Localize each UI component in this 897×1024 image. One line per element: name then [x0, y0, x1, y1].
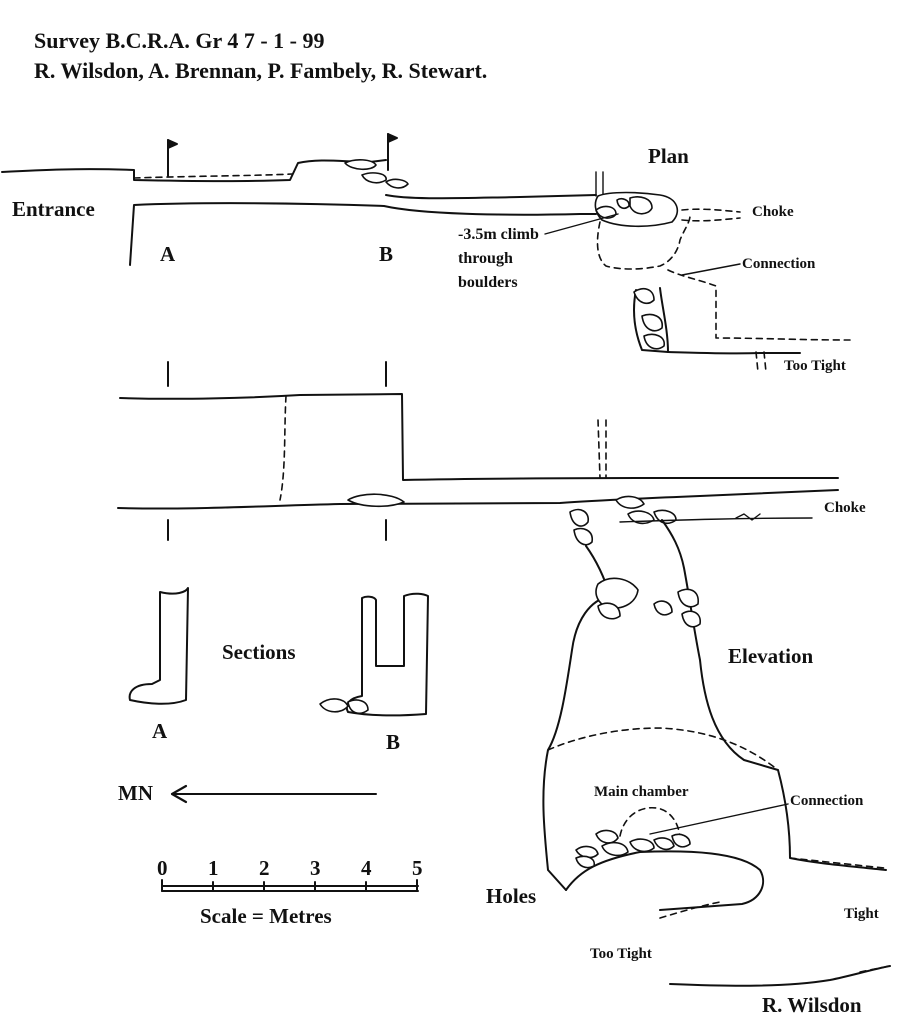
elevation-connection-label: Connection	[790, 793, 864, 809]
plan-too-tight-stub	[755, 351, 767, 373]
plan-connection-route	[596, 215, 691, 270]
plan-stub	[595, 171, 604, 197]
flag-a-icon	[167, 139, 178, 149]
shaft-boulder	[569, 508, 590, 527]
plan-upper-wall	[1, 159, 387, 183]
climb-note-line3: boulders	[458, 274, 518, 291]
elevation-title: Elevation	[728, 644, 814, 668]
plan-marker-b: B	[379, 242, 394, 266]
scale-caption: Scale = Metres	[200, 904, 332, 928]
elev-boulder	[347, 493, 405, 508]
chamber-boulder	[575, 845, 599, 859]
section-a-outline	[128, 587, 189, 705]
plan-boulder	[616, 198, 630, 210]
chamber-boulder	[653, 837, 675, 851]
plan-view	[1, 133, 851, 373]
elev-choke-floor	[619, 517, 813, 523]
elev-boulder	[627, 510, 655, 525]
bottom-passage	[669, 965, 891, 987]
chamber-floor	[565, 850, 765, 911]
plan-choke-label: Choke	[752, 204, 794, 220]
shaft-boulder	[595, 577, 639, 609]
plan-connection-route-2	[667, 269, 851, 341]
scale-tick-4: 4	[361, 856, 372, 880]
shaft-boulder	[597, 602, 621, 620]
main-chamber-label: Main chamber	[594, 784, 689, 800]
scale-bar	[161, 879, 419, 892]
tight-passage	[789, 857, 885, 869]
plan-boulder	[385, 178, 409, 189]
scale-tick-3: 3	[310, 856, 321, 880]
north-arrow	[170, 784, 377, 804]
section-b-outline	[345, 592, 429, 717]
scale-tick-1: 1	[208, 856, 219, 880]
scale-tick-5: 5	[412, 856, 423, 880]
plan-marker-a: A	[160, 242, 176, 266]
section-b-boulder	[319, 698, 349, 713]
shaft-boulder	[573, 527, 593, 546]
section-b-label: B	[386, 730, 401, 754]
elevation-too-tight-label: Too Tight	[590, 946, 652, 962]
holes-label: Holes	[486, 884, 537, 908]
chamber-boulder	[601, 841, 629, 857]
elev-shaft-stub	[597, 419, 607, 479]
tight-label: Tight	[844, 906, 879, 922]
surveyors-line: R. Wilsdon, A. Brennan, P. Fambely, R. S…	[34, 58, 488, 83]
elevation-shaft	[542, 508, 891, 987]
plan-too-tight-label: Too Tight	[784, 358, 846, 374]
section-a-label: A	[152, 719, 168, 743]
shaft-boulder	[681, 610, 701, 628]
plan-boulder	[643, 333, 665, 350]
plan-boulder	[361, 172, 387, 184]
too-tight-passage	[659, 901, 721, 919]
chamber-boulder	[629, 838, 655, 853]
chamber-connection-leader	[649, 803, 789, 835]
chamber-boulder	[595, 829, 619, 844]
author-signature: R. Wilsdon	[762, 993, 862, 1017]
flag-b-icon	[387, 133, 398, 143]
shaft-boulder	[677, 588, 699, 608]
scale-tick-0: 0	[157, 856, 168, 880]
climb-note-line2: through	[458, 250, 513, 267]
chamber-boulder	[671, 833, 691, 848]
elevation-choke-label: Choke	[824, 500, 866, 516]
plan-dripline	[133, 173, 293, 179]
scale-tick-2: 2	[259, 856, 270, 880]
elevation-passage	[117, 361, 839, 541]
elev-floor	[117, 489, 839, 510]
magnetic-north-label: MN	[118, 781, 153, 805]
shaft-right-wall	[661, 519, 887, 871]
climb-leader	[544, 213, 619, 235]
plan-connection-label: Connection	[742, 256, 816, 272]
plan-right-upper-wall	[385, 194, 597, 200]
plan-title: Plan	[648, 144, 689, 168]
plan-boulder	[344, 159, 377, 171]
elev-dashed-wall	[279, 395, 287, 501]
survey-title: Survey B.C.R.A. Gr 4 7 - 1 - 99	[34, 28, 325, 53]
elev-choke-rubble	[735, 513, 761, 521]
plan-lower-wall	[129, 202, 597, 266]
plan-boulder	[641, 313, 663, 332]
elev-boulder	[615, 495, 645, 509]
plan-boulder	[629, 196, 653, 215]
connection-leader	[681, 263, 741, 276]
chamber-inner-dash	[619, 807, 681, 841]
plan-boulder	[633, 287, 655, 305]
bottom-passage-dash	[859, 965, 891, 973]
climb-note-line1: -3.5m climb	[458, 226, 539, 243]
elev-roof	[119, 393, 839, 481]
section-b-boulder	[347, 699, 369, 715]
plan-lower-passage	[667, 351, 801, 355]
chamber-roof	[547, 727, 779, 771]
sections-title: Sections	[222, 640, 296, 664]
chamber-boulder	[575, 855, 596, 869]
entrance-label: Entrance	[12, 197, 95, 221]
shaft-boulder	[653, 600, 673, 616]
plan-choke-extension	[681, 208, 741, 222]
cross-sections	[128, 587, 429, 717]
